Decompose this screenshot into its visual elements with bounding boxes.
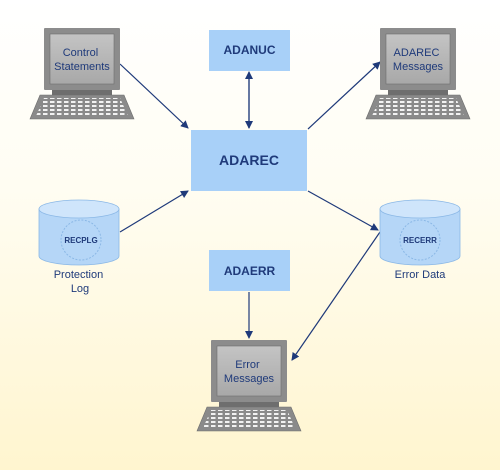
error-data-caption: Error Data — [395, 269, 447, 281]
arrow-recplg-to-adarec — [119, 190, 189, 233]
arrow-control-to-adarec — [119, 63, 189, 129]
control-statements-terminal: Control Statements — [29, 28, 135, 120]
adanuc-box: ADANUC — [209, 30, 290, 71]
adarec-messages-line-2: Messages — [393, 61, 444, 73]
adaerr-box: ADAERR — [209, 250, 290, 291]
adarec-messages-label: ADAREC Messages — [393, 47, 444, 73]
adarec-messages-terminal: ADAREC Messages — [365, 28, 471, 120]
arrow-recerr-to-error-messages — [291, 231, 381, 361]
protection-log-caption: Protection Log — [54, 269, 107, 295]
connector-arrows — [119, 61, 381, 361]
error-messages-label: Error Messages — [224, 359, 275, 385]
error-messages-line-2: Messages — [224, 373, 275, 385]
arrow-adarec-to-recerr — [307, 190, 379, 231]
protection-log-line-2: Log — [71, 283, 89, 295]
control-statements-line-2: Statements — [54, 61, 110, 73]
protection-log-line-1: Protection — [54, 269, 104, 281]
recerr-database: RECERR — [379, 199, 461, 266]
recplg-dataset-ring — [60, 219, 102, 261]
recerr-label: RECERR — [403, 236, 437, 245]
recplg-label: RECPLG — [64, 236, 97, 245]
adanuc-label: ADANUC — [224, 43, 276, 57]
adarec-messages-line-1: ADAREC — [394, 47, 440, 59]
adarec-box: ADAREC — [191, 130, 307, 191]
recerr-dataset-ring — [399, 219, 441, 261]
adaerr-label: ADAERR — [224, 264, 276, 278]
control-statements-label: Control Statements — [54, 47, 110, 73]
error-messages-line-1: Error — [235, 359, 260, 371]
adarec-label: ADAREC — [219, 152, 279, 168]
control-statements-line-1: Control — [63, 47, 98, 59]
error-messages-terminal: Error Messages — [196, 340, 302, 432]
arrow-adarec-to-messages — [307, 61, 381, 130]
recplg-database: RECPLG — [38, 199, 120, 266]
